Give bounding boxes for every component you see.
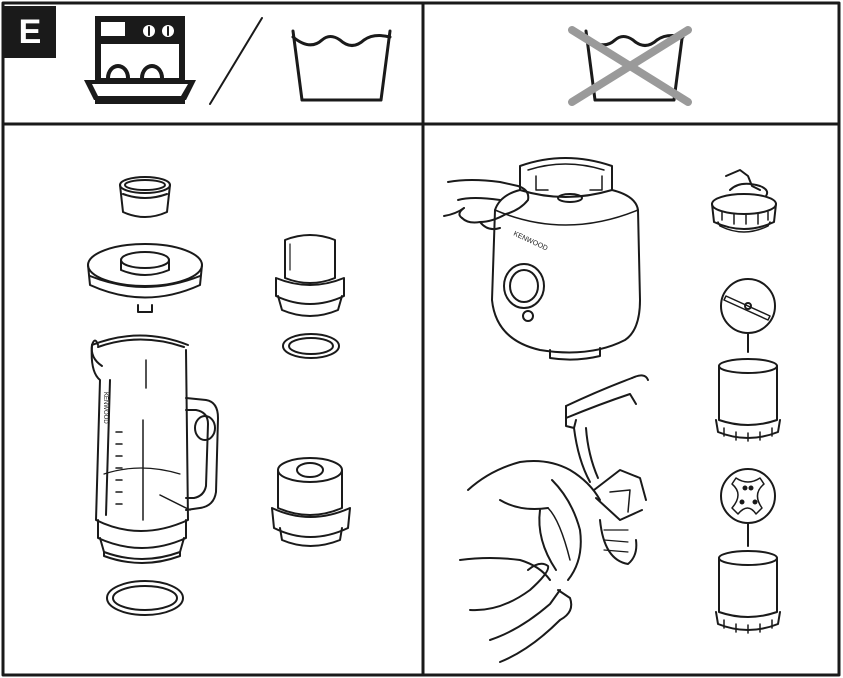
washing-hands-with-brush <box>459 460 647 663</box>
hand-wash-basin-icon <box>291 29 392 102</box>
jug-seal-ring <box>106 580 184 616</box>
no-immerse-basin-icon <box>584 29 685 102</box>
prohibited-cross <box>568 26 692 106</box>
mill-blade-callout <box>720 278 776 353</box>
jug-brand-text: KENWOOD <box>102 392 108 424</box>
divider-slash <box>209 17 263 105</box>
mill-jar <box>275 234 345 317</box>
grinder-blade-base <box>715 550 781 634</box>
blade-assembly <box>711 169 777 233</box>
blender-base: KENWOOD <box>491 157 641 361</box>
jug-measure-marks <box>115 431 123 505</box>
jug-lid <box>87 243 203 313</box>
grinder-jar <box>271 457 351 547</box>
water-faucet <box>565 374 649 483</box>
measuring-cap <box>119 176 171 218</box>
blender-jug: KENWOOD <box>90 334 219 564</box>
grinder-blade-callout <box>720 468 776 547</box>
blender-brand-text: KENWOOD <box>512 230 548 252</box>
wiping-hand <box>443 179 530 231</box>
mill-seal-ring <box>282 333 340 359</box>
dishwasher-icon <box>84 16 196 104</box>
section-label: E <box>4 6 56 58</box>
mill-blade-base <box>715 358 781 442</box>
